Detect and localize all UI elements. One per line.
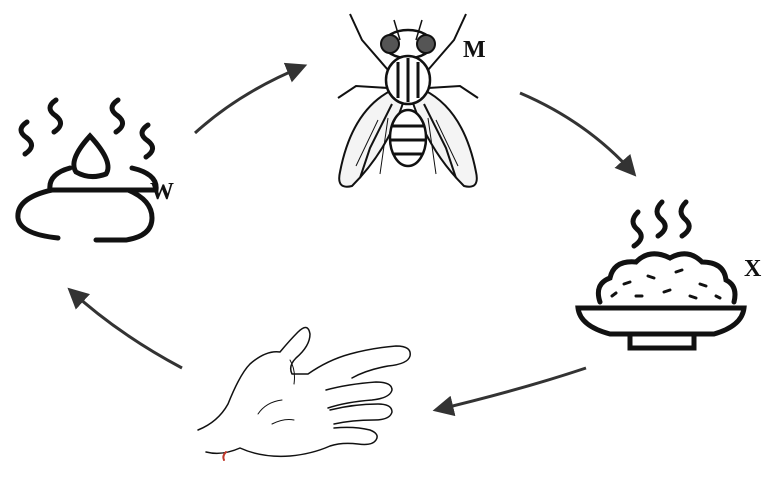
feces-label: W: [150, 180, 174, 204]
cycle-arrows: [70, 66, 634, 410]
hand-icon: [198, 327, 410, 460]
arrow-hand-to-feces: [70, 290, 182, 368]
arrow-food-to-hand: [436, 368, 586, 410]
feces-icon: [18, 100, 156, 240]
fly-label: M: [463, 38, 486, 62]
food-bowl-icon: [578, 202, 744, 348]
fly-icon: [338, 14, 478, 187]
arrow-feces-to-fly: [195, 66, 304, 133]
food-label: X: [744, 257, 761, 281]
arrow-fly-to-food: [520, 93, 634, 174]
